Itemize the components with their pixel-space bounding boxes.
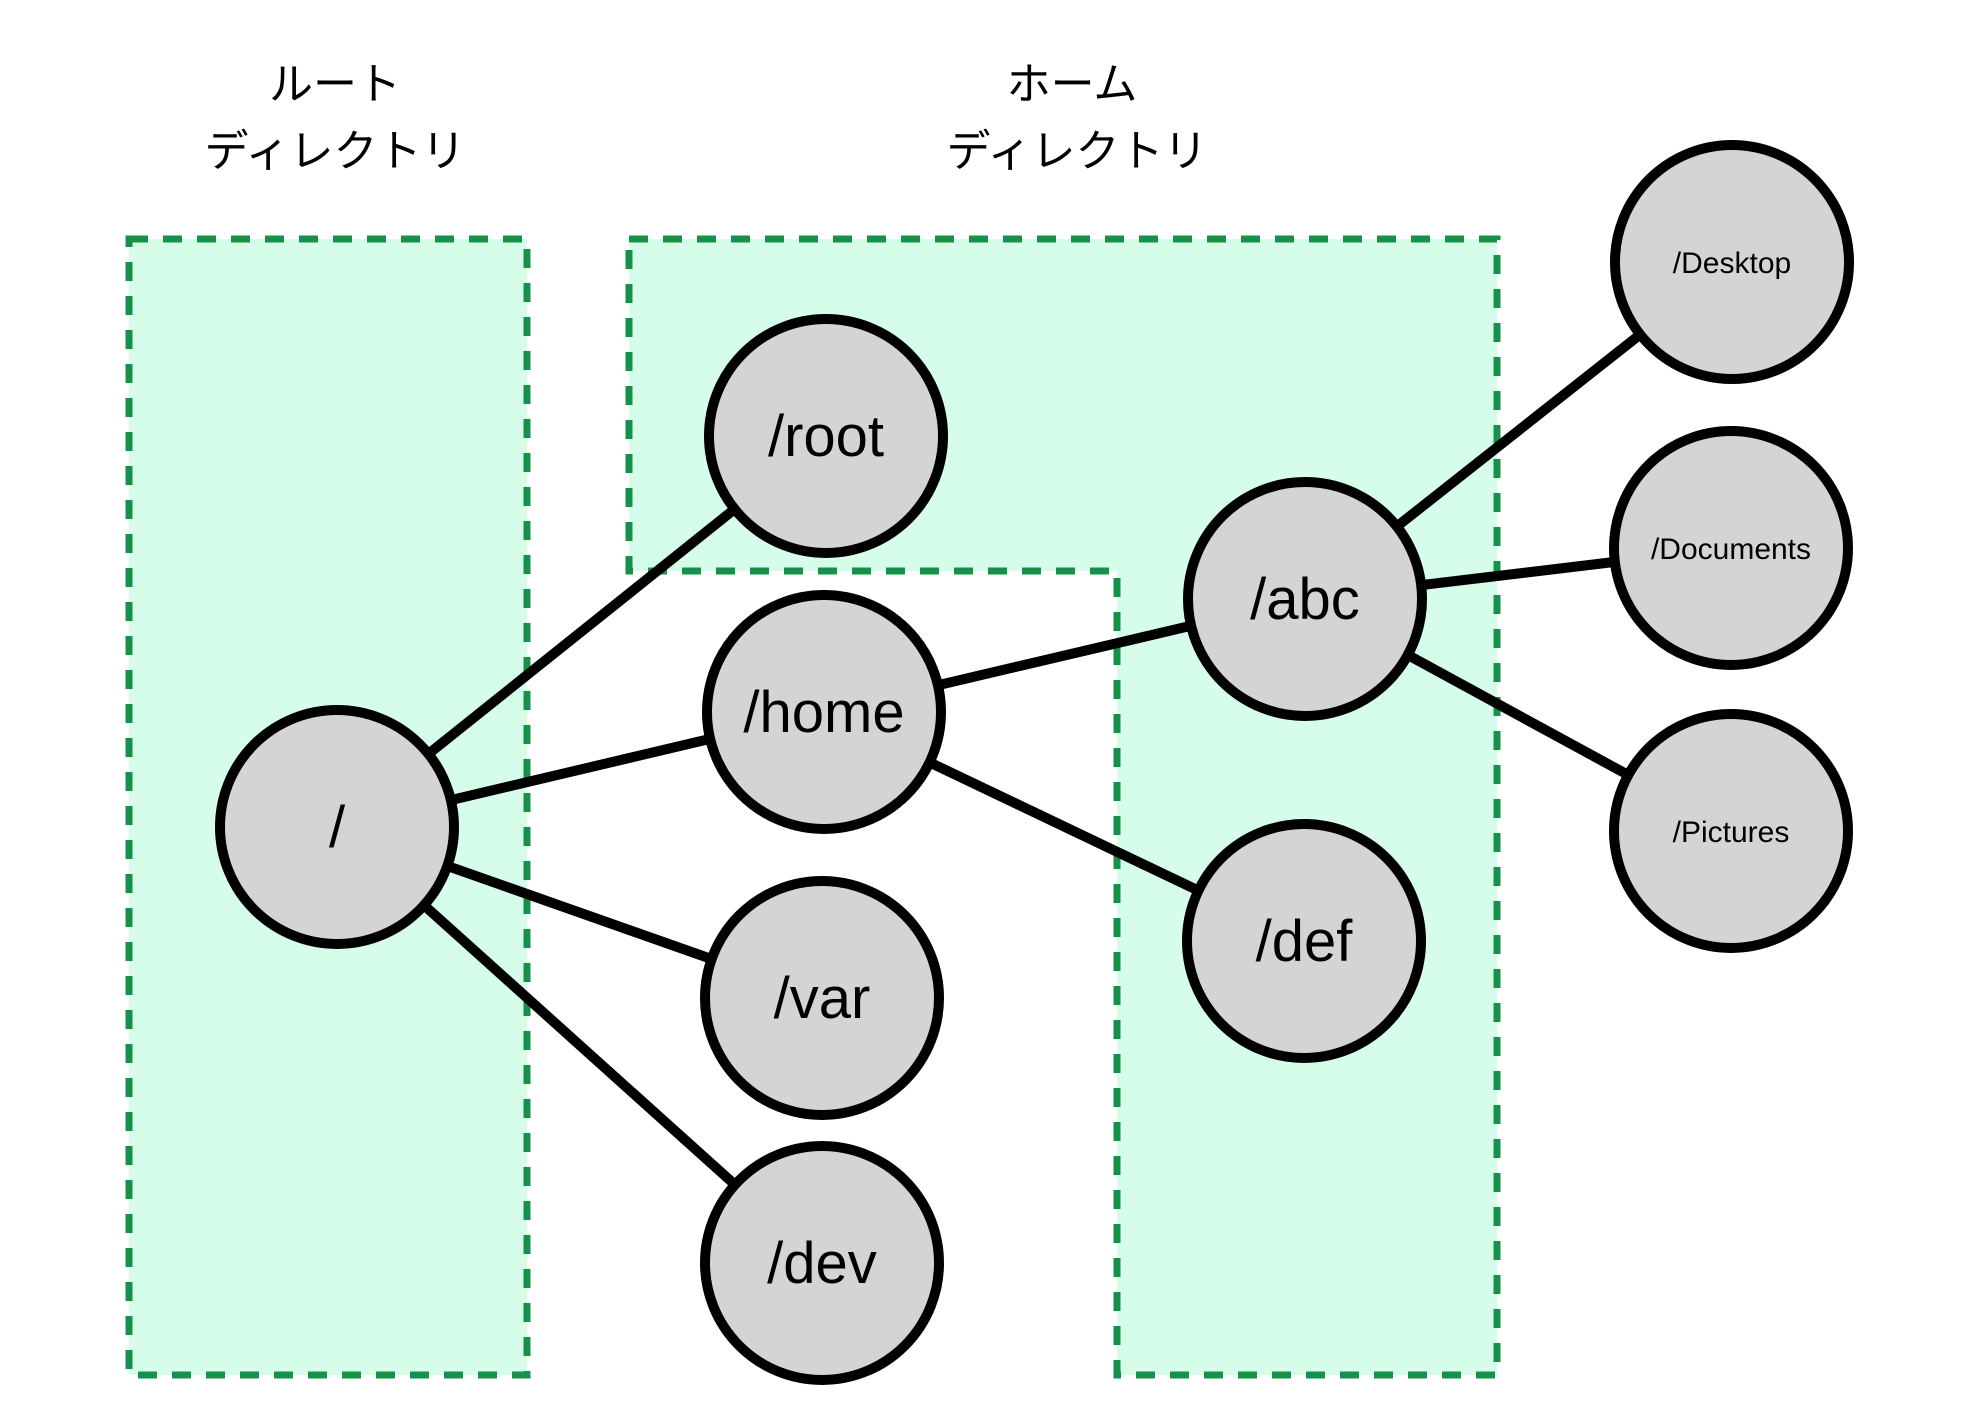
node-def: /def bbox=[1182, 819, 1426, 1063]
node-var-circle bbox=[700, 876, 944, 1120]
node-dev-label: /dev bbox=[767, 1231, 877, 1296]
node-documents-circle bbox=[1609, 426, 1853, 670]
node-documents-label: /Documents bbox=[1651, 533, 1811, 566]
home-region-label-line2: ディレクトリ bbox=[947, 127, 1208, 176]
node-var: /var bbox=[700, 876, 944, 1120]
node-root-label: /root bbox=[768, 404, 884, 469]
node-root-fs-circle bbox=[215, 705, 459, 949]
node-home-circle bbox=[702, 590, 946, 834]
node-home-label: /home bbox=[743, 680, 904, 745]
node-root-circle bbox=[704, 314, 948, 558]
node-documents: /Documents bbox=[1609, 426, 1853, 670]
node-abc-circle bbox=[1183, 477, 1427, 721]
node-root-fs-label: / bbox=[329, 795, 346, 860]
node-def-circle bbox=[1182, 819, 1426, 1063]
root-region-label-line1: ルート bbox=[269, 60, 401, 109]
node-desktop: /Desktop bbox=[1610, 140, 1854, 384]
node-pictures-circle bbox=[1609, 709, 1853, 953]
node-pictures-label: /Pictures bbox=[1673, 816, 1790, 849]
node-home: /home bbox=[702, 590, 946, 834]
node-var-label: /var bbox=[774, 966, 871, 1031]
node-abc: /abc bbox=[1183, 477, 1427, 721]
node-desktop-circle bbox=[1610, 140, 1854, 384]
node-def-label: /def bbox=[1256, 909, 1354, 974]
home-region-label-line1: ホーム bbox=[1007, 60, 1138, 109]
node-dev-circle bbox=[700, 1141, 944, 1385]
node-root-fs: / bbox=[215, 705, 459, 949]
root-region-label-line2: ディレクトリ bbox=[205, 127, 466, 176]
node-dev: /dev bbox=[700, 1141, 944, 1385]
node-abc-label: /abc bbox=[1250, 567, 1360, 632]
node-pictures: /Pictures bbox=[1609, 709, 1853, 953]
node-root: /root bbox=[704, 314, 948, 558]
node-desktop-label: /Desktop bbox=[1673, 247, 1791, 280]
